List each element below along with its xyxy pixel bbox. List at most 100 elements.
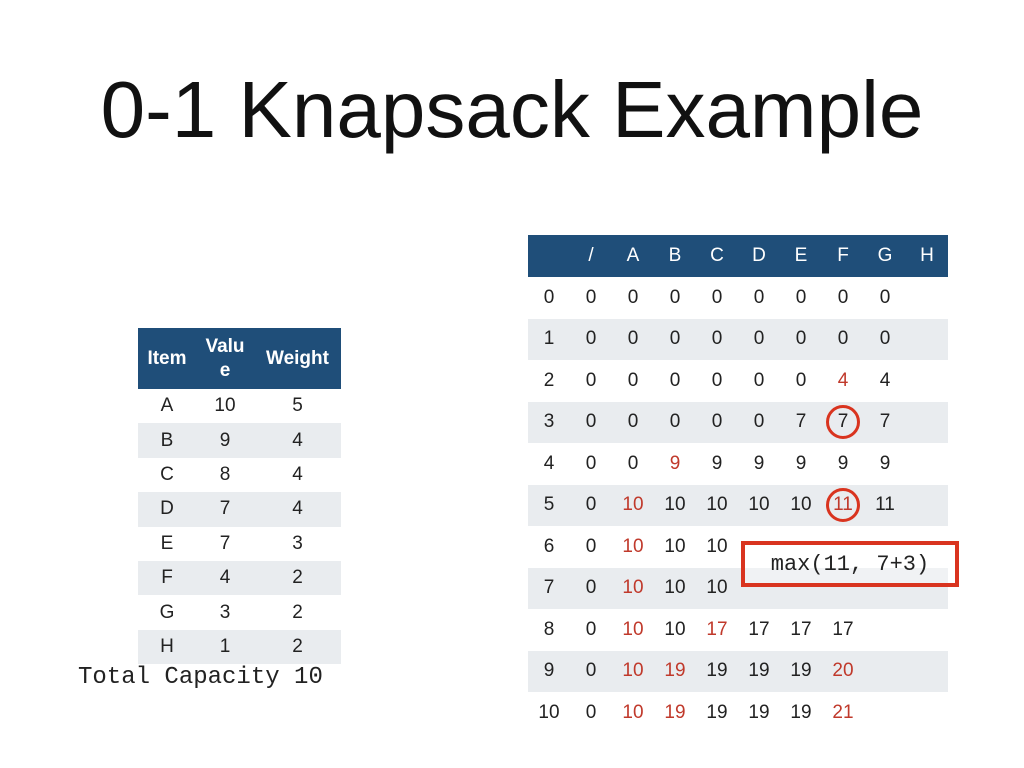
dp-cell: 17 <box>738 609 780 651</box>
dp-cell: 10 <box>696 568 738 610</box>
item-cell: E <box>160 532 174 554</box>
dp-cell-value: 8 <box>543 618 555 640</box>
dp-cell-value: 19 <box>706 660 728 682</box>
dp-cell: 9 <box>780 443 822 485</box>
dp-cell: 19 <box>654 692 696 734</box>
dp-cell-value: 0 <box>879 286 891 308</box>
dp-cell: 17 <box>822 609 864 651</box>
dp-cell-value: 10 <box>706 535 728 557</box>
dp-cell: 0 <box>654 402 696 444</box>
weight-cell: 4 <box>292 429 303 451</box>
dp-cell: 0 <box>570 692 612 734</box>
dp-cell-value: 0 <box>711 286 723 308</box>
dp-cell: 0 <box>864 319 906 361</box>
dp-cell: 0 <box>570 402 612 444</box>
capacity-cell: 5 <box>528 485 570 527</box>
dp-cell: 0 <box>570 485 612 527</box>
dp-cell-value: 0 <box>753 328 765 350</box>
highlight-circle <box>826 488 860 523</box>
weight-cell: 3 <box>292 532 303 554</box>
dp-cell-value: 0 <box>627 452 639 474</box>
dp-cell-value: 10 <box>664 535 686 557</box>
dp-header-cell: E <box>794 245 808 266</box>
dp-cell-value: 19 <box>664 660 686 682</box>
dp-cell: 19 <box>696 651 738 693</box>
dp-cell-value: 0 <box>627 369 639 391</box>
dp-cell <box>906 651 948 693</box>
dp-cell-value: 0 <box>711 411 723 433</box>
dp-cell: 0 <box>612 360 654 402</box>
item-cell: G <box>159 601 175 623</box>
item-cell: H <box>160 635 174 657</box>
dp-cell: 17 <box>696 609 738 651</box>
weight-cell: 4 <box>292 498 303 520</box>
dp-cell-value: 7 <box>795 411 807 433</box>
dp-cell-value: 0 <box>711 328 723 350</box>
value-cell: 1 <box>219 635 231 657</box>
slide-title: 0-1 Knapsack Example <box>100 65 924 154</box>
dp-cell-value: 4 <box>837 369 849 391</box>
dp-cell: 0 <box>696 360 738 402</box>
dp-cell: 0 <box>696 277 738 319</box>
dp-header-cell: H <box>920 245 934 266</box>
dp-cell: 9 <box>696 443 738 485</box>
dp-cell: 0 <box>780 360 822 402</box>
dp-cell-value: 0 <box>837 328 849 350</box>
dp-cell: 0 <box>780 277 822 319</box>
dp-cell: 9 <box>822 443 864 485</box>
dp-cell: 10 <box>780 485 822 527</box>
dp-cell: 0 <box>738 402 780 444</box>
dp-cell <box>906 609 948 651</box>
dp-cell: 0 <box>654 319 696 361</box>
dp-cell <box>906 443 948 485</box>
capacity-cell: 9 <box>528 651 570 693</box>
dp-cell: 9 <box>864 443 906 485</box>
dp-cell: 0 <box>822 319 864 361</box>
dp-cell-value: 19 <box>748 660 770 682</box>
dp-cell-value: 10 <box>664 494 686 516</box>
dp-cell-value: 0 <box>585 369 597 391</box>
dp-cell-value: 10 <box>622 577 644 599</box>
dp-header-cell: / <box>588 245 594 266</box>
dp-cell-value: 10 <box>664 577 686 599</box>
dp-cell: 0 <box>738 277 780 319</box>
dp-cell-value: 10 <box>664 618 686 640</box>
dp-cell-value: 0 <box>543 286 555 308</box>
dp-cell <box>906 692 948 734</box>
dp-cell-value: 9 <box>795 452 807 474</box>
dp-cell: 10 <box>738 485 780 527</box>
dp-cell-value: 17 <box>706 618 728 640</box>
dp-cell: 7 <box>822 402 864 444</box>
dp-cell-value: 3 <box>543 411 555 433</box>
dp-cell-value: 10 <box>622 660 644 682</box>
dp-header-cell <box>528 235 570 277</box>
dp-cell <box>864 692 906 734</box>
dp-cell: 10 <box>612 485 654 527</box>
dp-cell-value: 11 <box>875 494 895 516</box>
dp-cell: 0 <box>612 402 654 444</box>
dp-cell-value: 0 <box>795 328 807 350</box>
weight-cell: 2 <box>292 567 303 589</box>
dp-cell: 0 <box>570 526 612 568</box>
dp-header-cell: F <box>837 245 849 266</box>
dp-cell-value: 4 <box>879 369 891 391</box>
capacity-cell: 3 <box>528 402 570 444</box>
dp-cell: 19 <box>654 651 696 693</box>
dp-header-cell: G <box>877 245 893 266</box>
value-cell: 4 <box>219 567 231 589</box>
capacity-cell: 6 <box>528 526 570 568</box>
dp-cell-value: 0 <box>669 328 681 350</box>
